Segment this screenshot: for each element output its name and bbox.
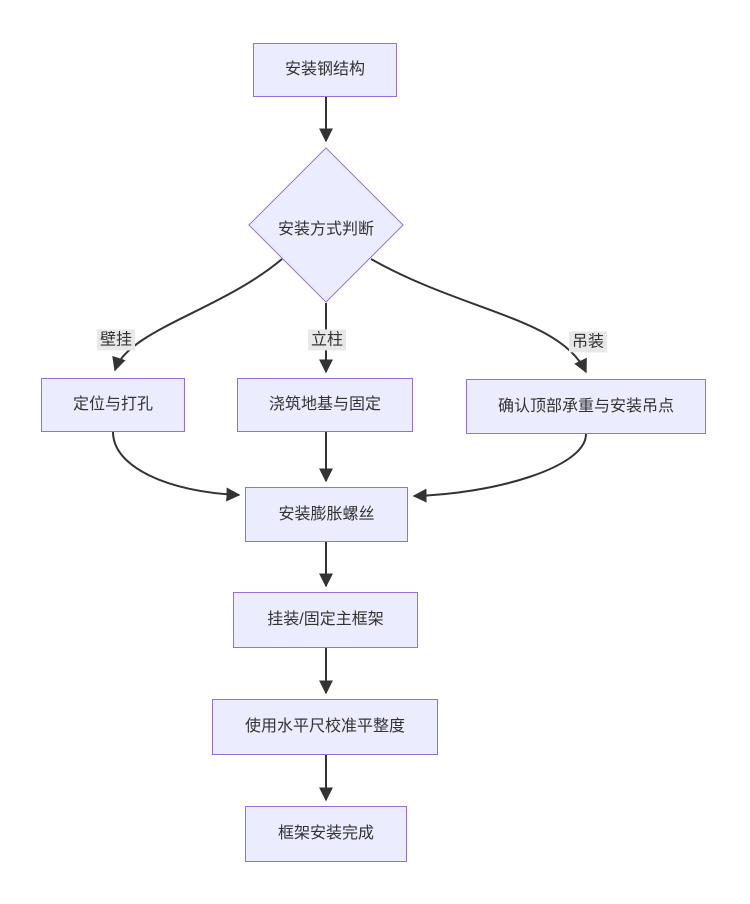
node-level-calibration-with-spirit-level-label: 使用水平尺校准平整度 [244,718,405,736]
edge-label-hoisting: 吊装 [568,331,608,353]
edge-label-wall-mount: 壁挂 [96,329,136,351]
edge-ceiling-to-anchor [412,433,587,503]
edge-decision-to-ceiling [370,258,587,374]
node-frame-installation-complete-label: 框架安装完成 [277,825,374,843]
node-installation-method-decision-label: 安装方式判断 [277,221,374,238]
node-position-and-drill: 定位与打孔 [41,378,185,432]
node-frame-installation-complete: 框架安装完成 [245,806,407,862]
node-mount-fix-main-frame: 挂装/固定主框架 [233,592,418,648]
node-install-expansion-bolts-label: 安装膨胀螺丝 [278,505,375,523]
node-pour-foundation-and-fix: 浇筑地基与固定 [237,378,413,432]
edge-decision-to-wall [112,258,283,372]
node-level-calibration-with-spirit-level: 使用水平尺校准平整度 [212,699,438,755]
node-install-steel-structure-label: 安装钢结构 [284,61,365,79]
edge-label-column: 立柱 [307,329,347,351]
node-install-expansion-bolts: 安装膨胀螺丝 [245,487,408,542]
node-confirm-ceiling-load-and-lift-points-label: 确认顶部承重与安装吊点 [497,397,674,415]
edge-wall-to-anchor [112,431,241,502]
node-install-steel-structure: 安装钢结构 [253,43,397,97]
node-mount-fix-main-frame-label: 挂装/固定主框架 [267,611,384,629]
node-pour-foundation-and-fix-label: 浇筑地基与固定 [268,396,381,414]
node-position-and-drill-label: 定位与打孔 [72,396,153,414]
node-confirm-ceiling-load-and-lift-points: 确认顶部承重与安装吊点 [466,379,706,434]
